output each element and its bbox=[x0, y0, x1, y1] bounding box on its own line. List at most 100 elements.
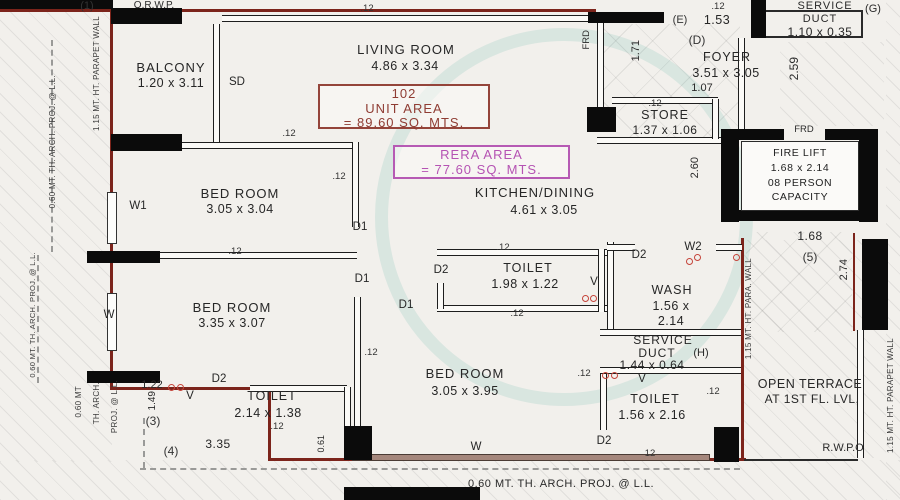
dim-12-label: .12 bbox=[282, 128, 296, 139]
fire-lift-frame-left bbox=[721, 129, 739, 222]
door-d2-label: D2 bbox=[596, 435, 612, 447]
wall-wash-left bbox=[607, 242, 614, 335]
dim-12-label: .12 bbox=[510, 308, 524, 319]
boundary-wall-top bbox=[0, 9, 596, 12]
dim-107-label: 1.07 bbox=[691, 82, 713, 94]
bedroom-bottom-size: 3.05 x 3.95 bbox=[431, 384, 499, 398]
fire-lift-frame-right bbox=[859, 129, 878, 222]
window-w2-label: W2 bbox=[684, 241, 702, 253]
boundary-wall-right bbox=[741, 238, 744, 461]
wash-size-1: 1.56 x bbox=[652, 299, 690, 313]
boundary-wall-step-v bbox=[268, 387, 271, 461]
arch-bl-note-2: TH. ARCH. bbox=[92, 382, 101, 425]
window-w-label: W bbox=[103, 309, 115, 321]
right-margin-hatch bbox=[886, 0, 900, 500]
bedroom-bottom-name: BED ROOM bbox=[425, 366, 505, 381]
wall-wash-top-a bbox=[607, 244, 635, 251]
rera-area-value: = 77.60 SQ. MTS. bbox=[421, 162, 542, 177]
dim-061-label: 0.61 bbox=[316, 435, 326, 453]
vent-symbol bbox=[602, 372, 609, 379]
door-d2-label: D2 bbox=[211, 373, 227, 385]
arch-proj-dashed-bottom bbox=[140, 468, 740, 470]
column bbox=[111, 8, 182, 24]
fire-lift-box: FIRE LIFT 1.68 x 2.14 08 PERSON CAPACITY bbox=[741, 141, 859, 211]
wall-bedroom-mid-right bbox=[354, 297, 361, 428]
para-wall-mid-note: 1.15 MT. HT. PARA. WALL bbox=[744, 258, 753, 360]
vent-v-label: V bbox=[638, 373, 646, 385]
wall-toilet-bl-right bbox=[344, 387, 351, 429]
column bbox=[87, 251, 160, 263]
boundary-wall-bottom-left bbox=[268, 458, 354, 461]
wall-toilet-center-right bbox=[598, 249, 605, 312]
foyer-size: 3.51 x 3.05 bbox=[692, 66, 760, 80]
frd-foyer-label: FRD bbox=[581, 30, 592, 50]
ref-e-label: (E) bbox=[672, 14, 688, 26]
wall-living-bedroom-sep bbox=[352, 142, 359, 227]
dim-12-label: .12 bbox=[270, 421, 284, 432]
window-w-symbol bbox=[107, 293, 117, 351]
boundary-wall-step-h bbox=[110, 387, 271, 390]
column bbox=[751, 0, 766, 38]
arch-proj-dashed-bl bbox=[143, 418, 145, 468]
duct-g-right bbox=[861, 10, 863, 37]
door-d2-label: D2 bbox=[631, 249, 647, 261]
vent-v-label: V bbox=[590, 276, 598, 288]
service-duct-g-word1: SERVICE bbox=[797, 0, 853, 12]
column bbox=[714, 427, 739, 462]
fire-lift-frame-bottom bbox=[721, 210, 878, 221]
wall-store-bottom bbox=[597, 137, 722, 144]
dim-12-label: .12 bbox=[577, 368, 591, 379]
dim-149-label: 1.49 bbox=[147, 391, 158, 411]
left-margin-hatch bbox=[0, 8, 112, 462]
wall-balcony-right bbox=[213, 24, 220, 144]
dim-274-label: 2.74 bbox=[838, 259, 850, 281]
wall-store-top bbox=[612, 97, 718, 104]
wall-terrace-bottom bbox=[744, 459, 858, 461]
arch-proj-left-lower-note: 0.60 MT. TH. ARCH. PROJ. @ L.L. bbox=[28, 252, 37, 378]
vent-v-label: V bbox=[186, 390, 194, 402]
dim-12-label: .12 bbox=[711, 1, 725, 12]
service-duct-g-size: 1.10 x 0.35 bbox=[787, 25, 853, 39]
wall-wash-top-b bbox=[716, 244, 742, 251]
unit-area-label: UNIT AREA bbox=[365, 100, 443, 116]
wall-toilet-center-top bbox=[437, 249, 607, 256]
store-size: 1.37 x 1.06 bbox=[632, 123, 698, 137]
door-d1-label: D1 bbox=[354, 273, 370, 285]
wall-bedroom-top-north bbox=[182, 142, 357, 149]
toilet-center-size: 1.98 x 1.22 bbox=[491, 277, 559, 291]
door-swing-symbol bbox=[168, 384, 175, 391]
toilet-center-name: TOILET bbox=[503, 261, 553, 275]
wall-store-right bbox=[712, 99, 719, 139]
rera-area-label: RERA AREA bbox=[440, 147, 523, 162]
rera-area-box: RERA AREA = 77.60 SQ. MTS. bbox=[393, 145, 570, 179]
door-d2-label: D2 bbox=[433, 264, 449, 276]
dim-12-label: .12 bbox=[496, 242, 510, 253]
dim-259-label: 2.59 bbox=[787, 57, 801, 81]
arch-proj-dashed-left-lower bbox=[37, 255, 39, 383]
door-swing-symbol bbox=[177, 384, 184, 391]
ref-1-label: (1) bbox=[80, 0, 94, 12]
bedroom-mid-name: BED ROOM bbox=[192, 300, 272, 315]
wall-toilet-center-left bbox=[437, 283, 444, 309]
dim-122-label: 1.22 bbox=[141, 379, 163, 391]
window-w1-symbol bbox=[107, 192, 117, 244]
toilet-bl-size: 2.14 x 1.38 bbox=[234, 406, 302, 420]
wall-bedroom-top-south bbox=[158, 252, 357, 259]
door-swing-symbol bbox=[686, 258, 693, 265]
door-swing-symbol bbox=[694, 254, 701, 261]
ref-4-label: (4) bbox=[163, 444, 179, 458]
column bbox=[87, 371, 160, 383]
dim-12-label: .12 bbox=[332, 171, 346, 182]
service-duct-h-word1: SERVICE bbox=[633, 333, 693, 347]
vent-symbol bbox=[582, 295, 589, 302]
unit-area-box: 102 UNIT AREA = 89.60 SQ. MTS. bbox=[318, 84, 490, 130]
column bbox=[344, 487, 480, 500]
dim-12-label: .12 bbox=[706, 386, 720, 397]
fire-lift-name: FIRE LIFT bbox=[773, 147, 827, 159]
fire-lift-frame-top-b bbox=[825, 129, 859, 140]
open-terrace-line1: OPEN TERRACE bbox=[757, 377, 863, 391]
column bbox=[588, 12, 664, 23]
wall-living-top bbox=[222, 15, 590, 22]
dim-12-label: .12 bbox=[364, 347, 378, 358]
